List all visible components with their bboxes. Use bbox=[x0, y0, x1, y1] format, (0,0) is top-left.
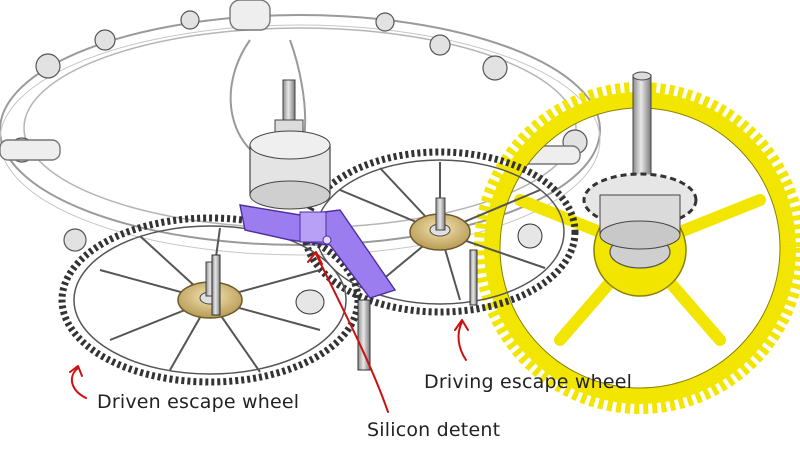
vertical-pins bbox=[211, 223, 543, 371]
label-driven-escape-wheel: Driven escape wheel bbox=[97, 391, 300, 413]
central-staff bbox=[249, 79, 331, 210]
silicon-detent bbox=[239, 204, 397, 299]
label-silicon-detent: Silicon detent bbox=[367, 419, 501, 441]
pinion-arbor bbox=[582, 71, 698, 250]
balance-ring bbox=[0, 0, 601, 256]
label-driving-escape-wheel: Driving escape wheel bbox=[424, 371, 633, 393]
pointer-arrows bbox=[69, 251, 469, 413]
